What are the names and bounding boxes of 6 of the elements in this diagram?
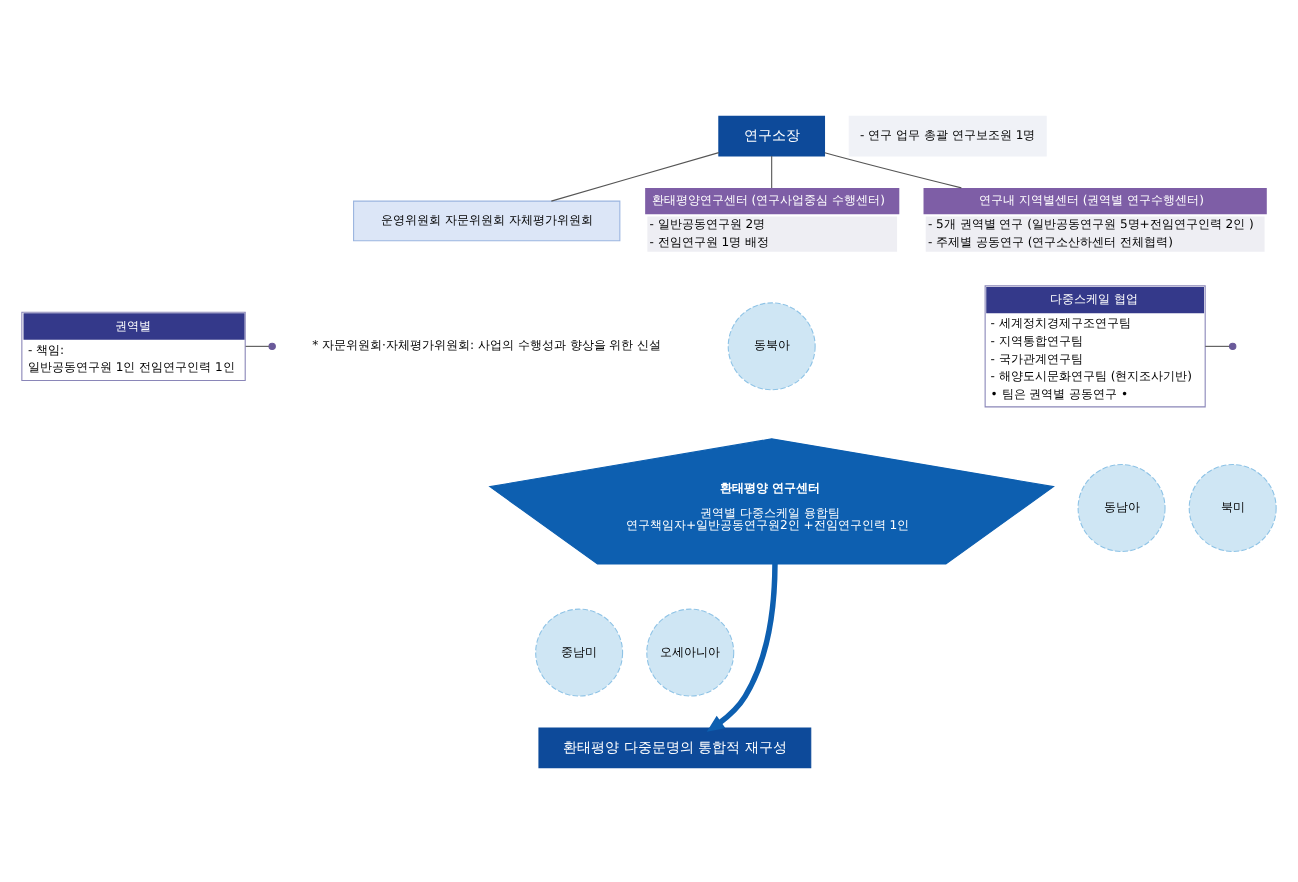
- connector: [771, 154, 773, 188]
- connector: [1204, 344, 1230, 346]
- arrow: [706, 563, 778, 731]
- connector: [550, 151, 720, 201]
- connector: [245, 344, 270, 346]
- connector: [824, 151, 962, 188]
